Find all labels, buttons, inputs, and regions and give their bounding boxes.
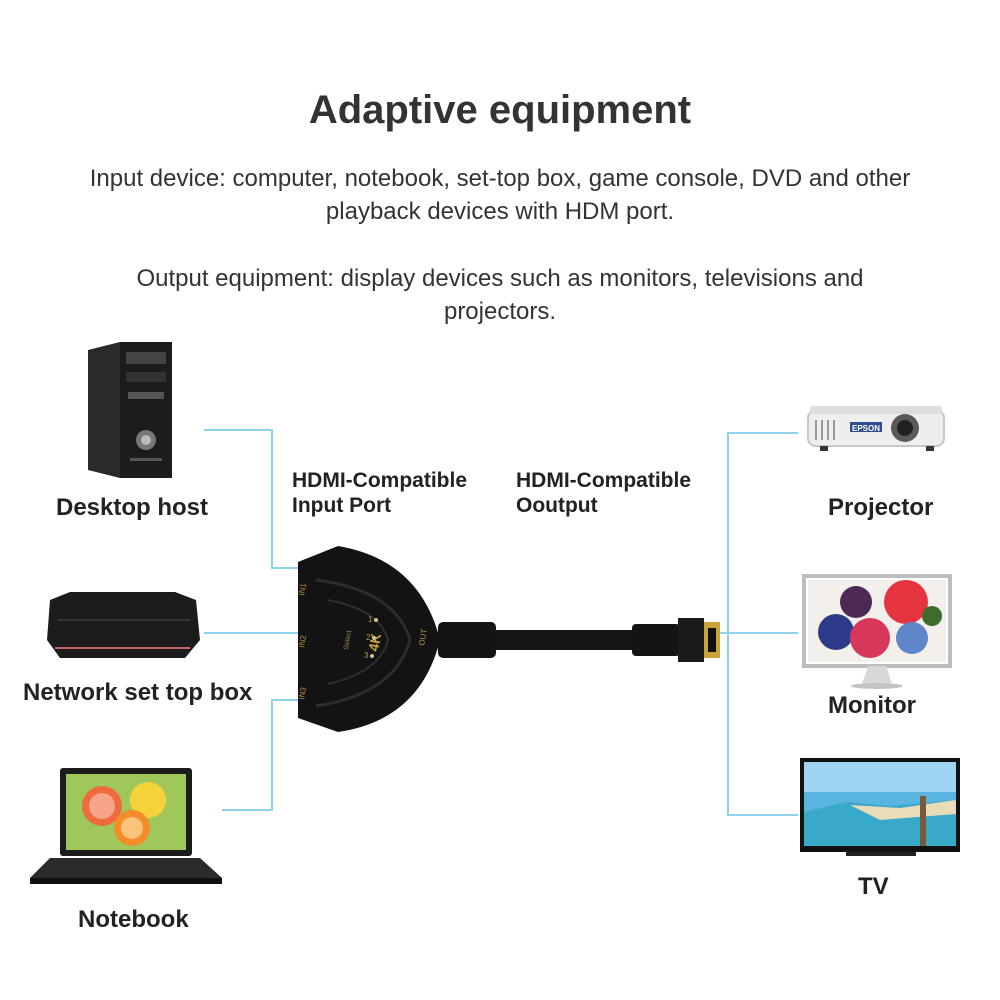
notebook-label: Notebook [78,906,189,933]
output-connector-lines [720,432,798,816]
switch-num-3: 3 [364,651,369,660]
output-description: Output equipment: display devices such a… [136,265,864,325]
projector-brand-text: EPSON [852,424,880,433]
switch-in3-label: IN3 [297,686,308,700]
switch-num-2: 2 [366,633,371,642]
notebook-image [30,768,222,884]
switch-out-label: OUT [417,628,429,646]
set-top-box-label: Network set top box [23,679,253,706]
hdmi-cable-image [438,618,720,662]
switch-4k-badge: 4K [365,632,384,652]
switch-num-1: 1 [368,615,373,624]
output-port-line1: HDMI-Compatible [516,469,691,492]
output-port-line2: Ooutput [516,494,598,517]
input-connector-lines [204,429,298,811]
input-port-line2: Input Port [292,494,392,517]
input-port-line1: HDMI-Compatible [292,469,467,492]
input-port-label: HDMI-Compatible Input Port [292,468,467,518]
tv-label: TV [858,873,889,900]
monitor-label: Monitor [828,692,916,719]
switch-select-label: Select [343,630,353,650]
projector-image: EPSON [807,406,945,451]
switch-in1-label: IN1 [297,582,308,596]
input-description: Input device: computer, notebook, set-to… [89,165,911,225]
output-port-label: HDMI-Compatible Ooutput [516,468,691,518]
projector-label: Projector [828,494,934,521]
monitor-image [802,574,952,689]
tv-image [800,758,960,856]
switch-in2-label: IN2 [297,634,308,648]
hdmi-switch-image: 4K IN1 IN2 IN3 OUT Select 1 2 3 [297,546,440,732]
desktop-tower-image [88,342,172,478]
page-title: Adaptive equipment [308,88,692,132]
desktop-host-label: Desktop host [56,494,209,521]
set-top-box-image [47,592,200,658]
